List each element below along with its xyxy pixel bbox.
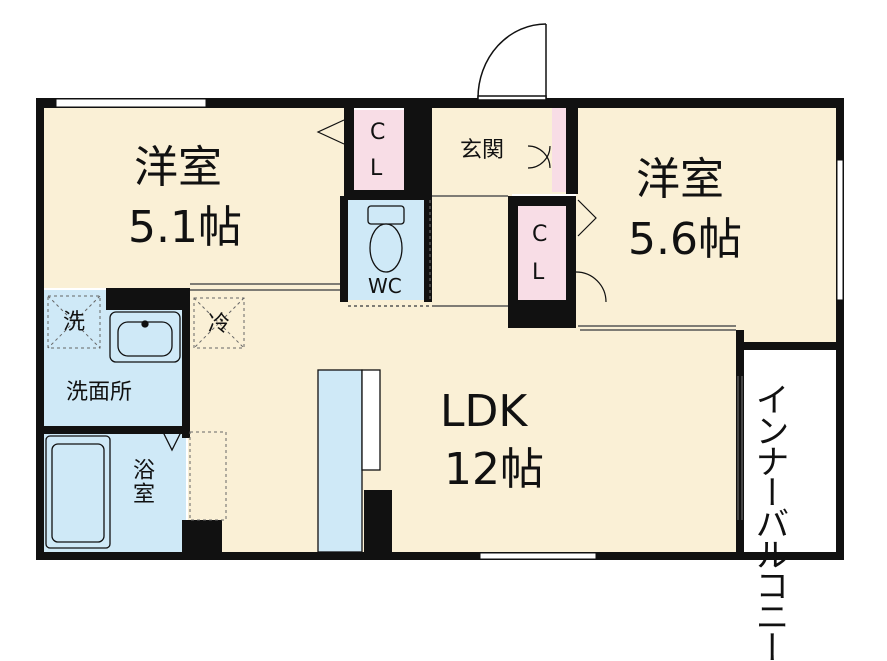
room-name-washroom: 洗面所	[66, 380, 133, 405]
room-name-ldk: LDK	[440, 386, 528, 437]
washbasin-fixture	[109, 311, 181, 363]
closet-right-l: L	[532, 260, 545, 285]
closet-left-c: C	[370, 120, 386, 145]
entrance-door	[477, 23, 547, 101]
toilet-fixture	[367, 205, 405, 273]
room-name-entrance: 玄関	[460, 138, 505, 163]
bathtub-fixture	[45, 429, 183, 549]
sliding-doors	[190, 195, 743, 520]
room-name-balcony: インナーバルコニー	[749, 382, 789, 661]
kitchen-counter	[317, 369, 381, 553]
fridge-label: 冷	[208, 312, 231, 337]
interior-walls	[40, 104, 840, 554]
room-size-ldk: 12帖	[444, 444, 544, 495]
room-name-western-left: 洋室	[134, 142, 222, 193]
closet-left-floor	[354, 110, 404, 190]
closet-left-l: L	[370, 156, 383, 181]
room-name-wc: WC	[368, 274, 402, 298]
room-name-bathroom: 浴室	[129, 458, 154, 506]
floor-plan	[36, 23, 844, 560]
entrance-closet-strip	[552, 108, 568, 192]
room-size-western-left: 5.1帖	[128, 202, 242, 253]
room-western-left-floor	[40, 104, 344, 288]
exterior-walls	[36, 98, 844, 560]
room-size-western-right: 5.6帖	[628, 214, 742, 265]
balcony-floor	[742, 350, 838, 554]
closet-right-floor	[516, 204, 566, 300]
ldk-floor	[188, 288, 736, 554]
closet-right-c: C	[532, 222, 548, 247]
closet-doors	[316, 119, 607, 303]
appliance-spaces	[47, 295, 245, 521]
washer-label: 洗	[63, 310, 86, 335]
windows	[55, 98, 844, 560]
hall-floor	[432, 194, 512, 308]
room-name-western-right: 洋室	[636, 154, 724, 205]
